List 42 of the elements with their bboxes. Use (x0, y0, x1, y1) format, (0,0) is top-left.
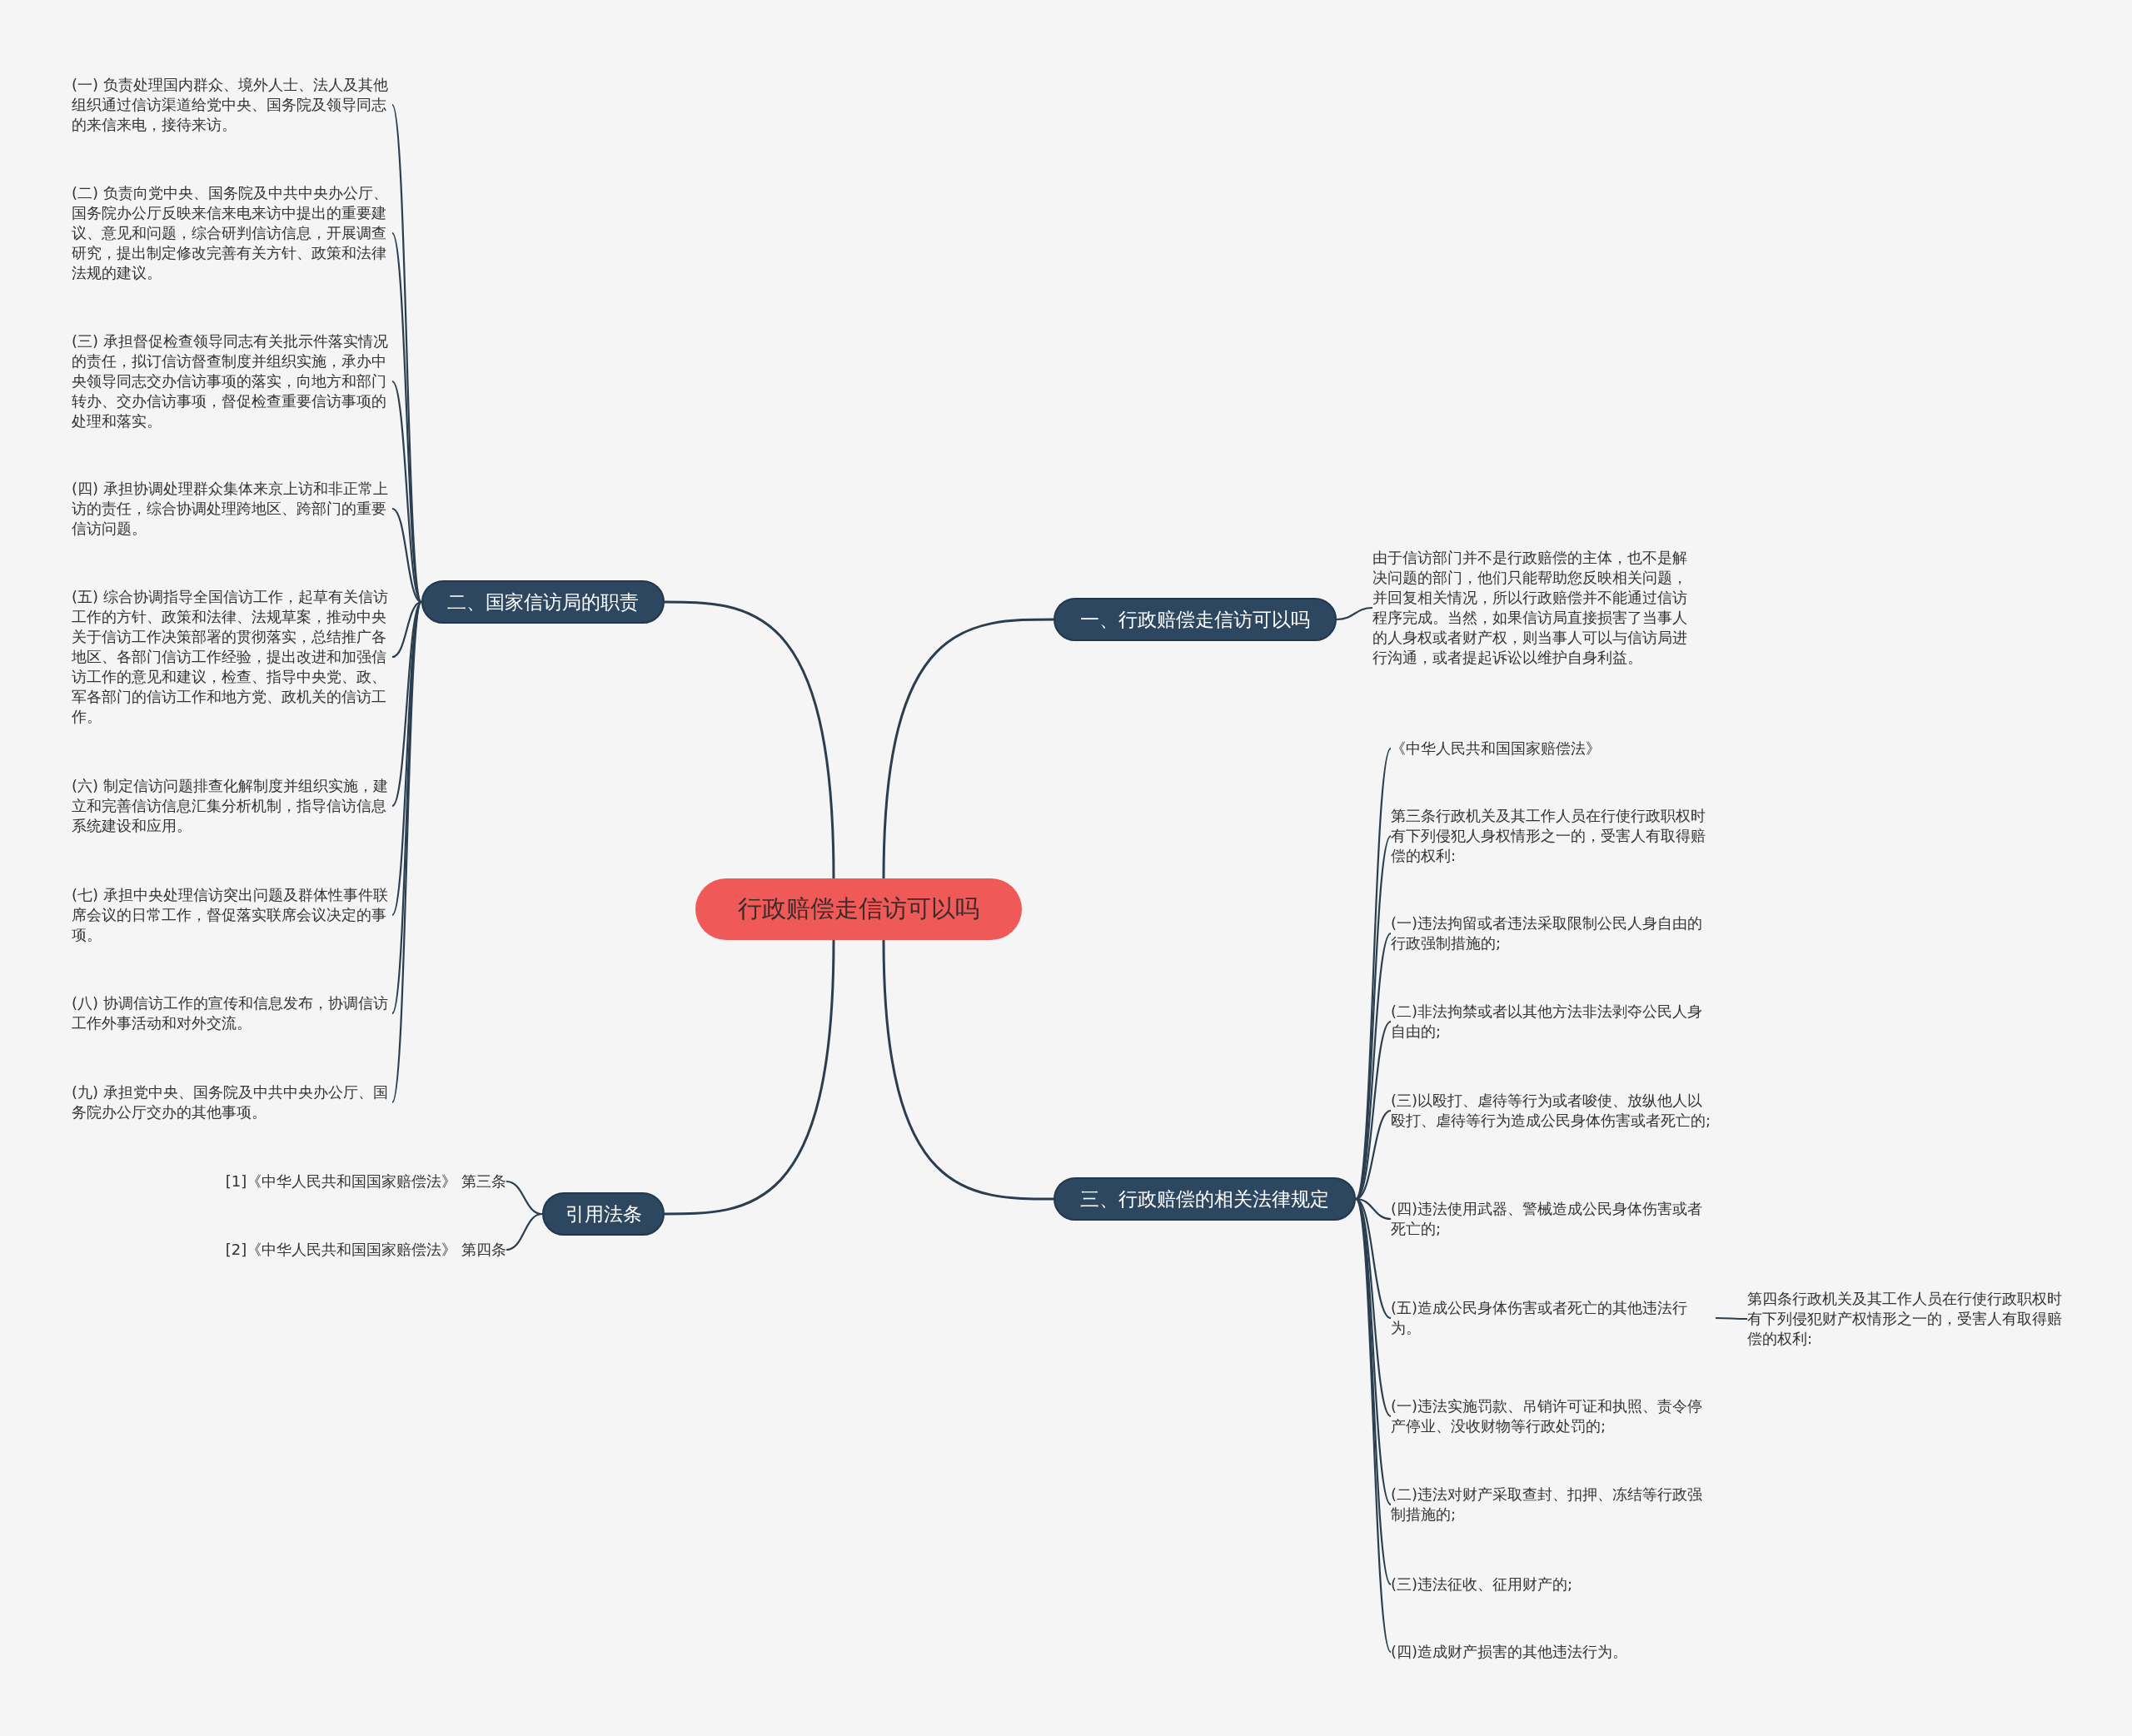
connector-line (882, 939, 1054, 1201)
connector-line (391, 600, 422, 659)
topic-text: (四)造成财产损害的其他违法行为。 (1391, 1642, 1716, 1662)
connector-line (506, 1212, 543, 1251)
topic-text: (三) 承担督促检查领导同志有关批示件落实情况的责任，拟订信访督查制度并组织实施，承办中央领导同志交办信访事项的落实，向地方和部门转办、交办信访事项，督促检查重要信访事项的处理和落实。 (72, 331, 392, 431)
topic-text: (四)违法使用武器、警械造成公民身体伤害或者死亡的; (1391, 1199, 1716, 1239)
connector-line (1336, 606, 1373, 621)
topic-text: 由于信访部门并不是行政赔偿的主体，也不是解决问题的部门，他们只能帮助您反映相关问题，并回复相关情况，所以行政赔偿并不能通过信访程序完成。当然，如果信访局直接损害了当事人的人身权或者财产权，则当事人可以与信访局进行沟通，或者提起诉讼以维护自身利益。 (1372, 548, 1697, 668)
branch-topic: 二、国家信访局的职责 (421, 580, 665, 624)
topic-text: (四) 承担协调处理群众集体来京上访和非正常上访的责任，综合协调处理跨地区、跨部门的重要信访问题。 (72, 479, 392, 539)
topic-text: (六) 制定信访问题排查化解制度并组织实施，建立和完善信访信息汇集分析机制，指导信访信息系统建设和应用。 (72, 776, 392, 836)
topic-text: 第四条行政机关及其工作人员在行使行政职权时有下列侵犯财产权情形之一的，受害人有取得赔偿的权利: (1747, 1289, 2068, 1349)
connector-line (665, 939, 835, 1216)
topic-text: (一)违法拘留或者违法采取限制公民人身自由的行政强制措施的; (1391, 913, 1716, 953)
connector-line (665, 600, 835, 879)
topic-text: (五) 综合协调指导全国信访工作，起草有关信访工作的方针、政策和法律、法规草案，推动中央关于信访工作决策部署的贯彻落实，总结推广各地区、各部门信访工作经验，提出改进和加强信访工作的意见和建议，检查、指导中央党、政、军各部门的信访工作和地方党、政机关的信访工作。 (72, 587, 392, 727)
topic-text: (二) 负责向党中央、国务院及中共中央办公厅、国务院办公厅反映来信来电来访中提出的重要建议、意见和问题，综合研判信访信息，开展调查研究，提出制定修改完善有关方针、政策和法律法规的建议。 (72, 183, 392, 283)
central-topic: 行政赔偿走信访可以吗 (695, 878, 1022, 940)
branch-topic: 三、行政赔偿的相关法律规定 (1054, 1177, 1356, 1221)
topic-text: 第三条行政机关及其工作人员在行使行政职权时有下列侵犯人身权情形之一的，受害人有取得赔偿的权利: (1391, 806, 1716, 866)
connector-line (391, 381, 422, 603)
connector-line (391, 508, 422, 603)
connector-line (391, 601, 422, 807)
topic-text: 《中华人民共和国国家赔偿法》 (1391, 739, 1716, 759)
connector-line (391, 232, 422, 603)
topic-text: (九) 承担党中央、国务院及中共中央办公厅、国务院办公厅交办的其他事项。 (72, 1082, 392, 1122)
branch-topic: 一、行政赔偿走信访可以吗 (1054, 598, 1337, 641)
topic-text: (八) 协调信访工作的宣传和信息发布，协调信访工作外事活动和对外交流。 (72, 993, 392, 1033)
topic-text: (五)造成公民身体伤害或者死亡的其他违法行为。 (1391, 1298, 1716, 1338)
topic-text: (三)违法征收、征用财产的; (1391, 1574, 1716, 1594)
connector-line (1716, 1316, 1747, 1321)
topic-text: (三)以殴打、虐待等行为或者唆使、放纵他人以殴打、虐待等行为造成公民身体伤害或者死亡的; (1391, 1091, 1716, 1131)
connector-line (882, 618, 1054, 879)
connector-line (391, 601, 423, 1103)
topic-text: (七) 承担中央处理信访突出问题及群体性事件联席会议的日常工作，督促落实联席会议决定的事项。 (72, 885, 392, 945)
topic-text: (一)违法实施罚款、吊销许可证和执照、责令停产停业、没收财物等行政处罚的; (1391, 1396, 1716, 1436)
branch-topic: 引用法条 (542, 1192, 665, 1236)
topic-text: (二)非法拘禁或者以其他方法非法剥夺公民人身自由的; (1391, 1002, 1716, 1042)
topic-text: [1]《中华人民共和国国家赔偿法》 第三条 (192, 1171, 506, 1191)
topic-text: [2]《中华人民共和国国家赔偿法》 第四条 (192, 1240, 506, 1260)
topic-text: (二)违法对财产采取查封、扣押、冻结等行政强制措施的; (1391, 1485, 1716, 1525)
topic-text: (一) 负责处理国内群众、境外人士、法人及其他组织通过信访渠道给党中央、国务院及领导同志的来信来电，接待来访。 (72, 75, 392, 135)
